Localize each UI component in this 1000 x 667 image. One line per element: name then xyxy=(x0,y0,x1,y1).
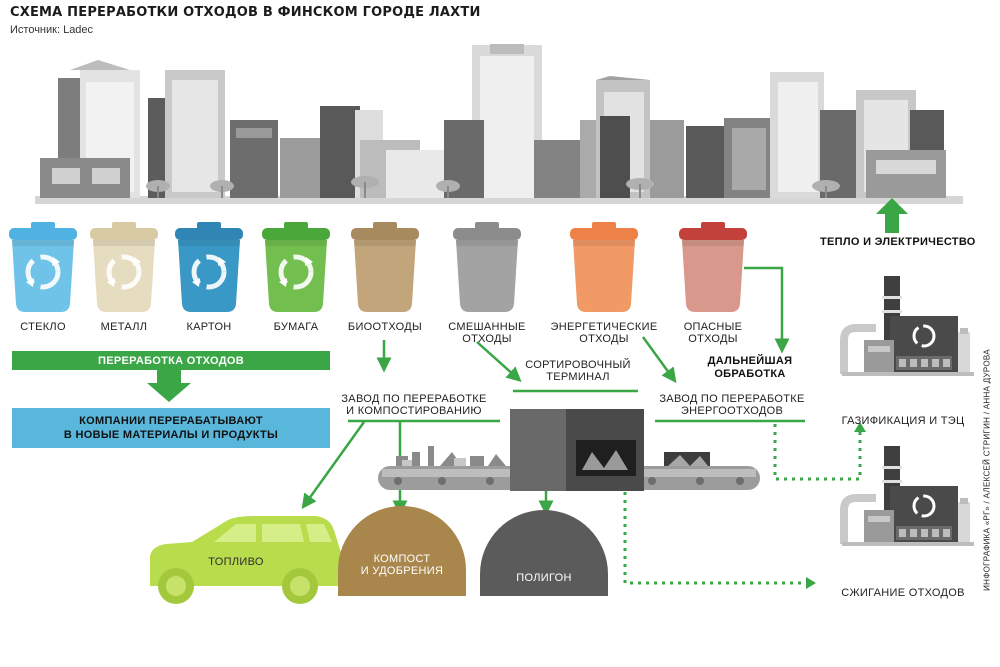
further-processing-label: ДАЛЬНЕЙШАЯ ОБРАБОТКА xyxy=(707,355,793,380)
incineration-label: СЖИГАНИЕ ОТХОДОВ xyxy=(841,587,965,599)
compost-plant-label: ЗАВОД ПО ПЕРЕРАБОТКЕ И КОМПОСТИРОВАНИЮ xyxy=(341,393,487,417)
recycling-bar: ПЕРЕРАБОТКА ОТХОДОВ xyxy=(98,354,244,367)
bin-label: БИООТХОДЫ xyxy=(347,321,423,333)
bin-label: СТЕКЛО xyxy=(20,321,66,333)
bin-label: МЕТАЛЛ xyxy=(100,321,148,333)
bin-label: ОПАСНЫЕ ОТХОДЫ xyxy=(683,321,743,345)
waste-bin xyxy=(9,222,77,312)
waste-bin xyxy=(570,222,638,312)
compost-dome xyxy=(338,506,466,596)
incinerate-arrowhead xyxy=(806,577,816,589)
landfill-dome xyxy=(480,510,608,596)
source-line: Источник: Ladec xyxy=(10,24,94,36)
heat-label: ТЕПЛО И ЭЛЕКТРИЧЕСТВО xyxy=(820,236,976,248)
waste-bin xyxy=(262,222,330,312)
factory-gasification xyxy=(840,276,974,376)
waste-bin xyxy=(679,222,747,312)
waste-bin xyxy=(175,222,243,312)
recycle-icon xyxy=(278,254,314,290)
companies-box: КОМПАНИИ ПЕРЕРАБАТЫВАЮТ В НОВЫЕ МАТЕРИАЛ… xyxy=(63,415,279,441)
flow-arrows xyxy=(301,266,805,516)
heat-arrow xyxy=(876,198,908,233)
page-title: СХЕМА ПЕРЕРАБОТКИ ОТХОДОВ В ФИНСКОМ ГОРО… xyxy=(10,5,481,20)
compost-label: КОМПОСТ И УДОБРЕНИЯ xyxy=(360,553,444,577)
waste-bin xyxy=(453,222,521,312)
bin-label: ЭНЕРГЕТИЧЕСКИЕ ОТХОДЫ xyxy=(550,321,658,345)
bin-label: КАРТОН xyxy=(186,321,232,333)
city-skyline xyxy=(35,44,963,204)
bins-group xyxy=(9,222,747,312)
recycle-icon xyxy=(106,254,142,290)
fuel-label: ТОПЛИВО xyxy=(208,556,264,568)
recycle-icon xyxy=(25,254,61,290)
fuel-car xyxy=(150,516,342,604)
credit-line: ИНФОГРАФИКА «РГ» / АЛЕКСЕЙ СТРИГИН / АНН… xyxy=(982,349,992,591)
sorting-machine xyxy=(378,409,760,491)
companies-box-bg xyxy=(12,408,330,448)
recycling-down-arrow xyxy=(147,370,191,402)
dotted-flows xyxy=(623,424,862,585)
recycling-bar-bg xyxy=(12,351,330,370)
bin-label: СМЕШАННЫЕ ОТХОДЫ xyxy=(448,321,526,345)
recycle-icon xyxy=(191,254,227,290)
landfill-label: ПОЛИГОН xyxy=(516,572,572,584)
energy-plant-label: ЗАВОД ПО ПЕРЕРАБОТКЕ ЭНЕРГООТХОДОВ xyxy=(659,393,805,417)
bin-label: БУМАГА xyxy=(273,321,319,333)
gasification-label: ГАЗИФИКАЦИЯ И ТЭЦ xyxy=(841,415,965,427)
sorting-terminal-label: СОРТИРОВОЧНЫЙ ТЕРМИНАЛ xyxy=(525,359,631,383)
factory-incineration xyxy=(840,446,974,546)
gasify-arrowhead xyxy=(854,422,866,432)
waste-bin xyxy=(351,222,419,312)
waste-bin xyxy=(90,222,158,312)
